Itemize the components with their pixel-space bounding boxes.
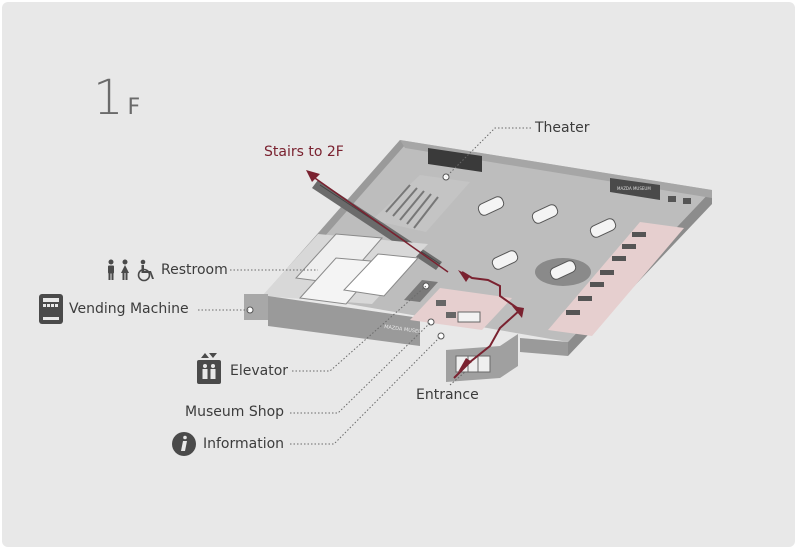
exhibit-displays (566, 232, 646, 315)
restroom-icons (108, 259, 154, 282)
elevator-shaft (404, 280, 438, 302)
label-theater: Theater (535, 120, 590, 136)
front-wall-long (268, 296, 420, 346)
front-wall (244, 294, 268, 320)
route-arrow-entrance (458, 358, 472, 372)
elevator-icon (197, 353, 221, 384)
label-museum-shop: Museum Shop (185, 404, 285, 420)
route-to-stairs (311, 175, 449, 273)
theater-seating (372, 175, 470, 232)
elevator-marker (422, 282, 430, 290)
theater-seats (385, 184, 439, 229)
female-icon (121, 259, 129, 280)
exhibit-zone-pink (548, 222, 684, 336)
route-arrow-stairs (458, 270, 470, 282)
wall-sign: MAZDA MUSEUM (617, 186, 651, 191)
information-icon (172, 432, 196, 456)
shop-area (410, 288, 512, 330)
building-sign: MAZDA MUSEUM (384, 324, 427, 336)
label-stairs-to-2f: Stairs to 2F (264, 144, 344, 160)
label-vending-machine: Vending Machine (69, 301, 189, 317)
floor-unit: F (127, 95, 141, 120)
label-elevator: Elevator (230, 363, 289, 379)
floor-slab-front (520, 338, 568, 356)
featured-car (549, 260, 577, 280)
label-information: Information (203, 436, 285, 452)
wall-window (668, 196, 676, 202)
car-exhibits (477, 196, 617, 270)
label-entrance: Entrance (416, 387, 479, 403)
wall-window (683, 198, 691, 204)
wall-display-panel (610, 178, 660, 200)
vending-machine-icon (39, 294, 63, 324)
visitor-route (453, 271, 522, 379)
stairs-arrow (306, 170, 320, 182)
male-icon (108, 259, 114, 280)
vending-room (342, 253, 420, 297)
leader-lines (198, 127, 531, 445)
floor-number: 1 (93, 70, 124, 126)
shop-fixtures (436, 300, 481, 323)
wheelchair-icon (137, 259, 154, 282)
label-restroom: Restroom (161, 262, 228, 278)
theater-screen (428, 148, 482, 172)
route-arrow-north (512, 306, 524, 318)
